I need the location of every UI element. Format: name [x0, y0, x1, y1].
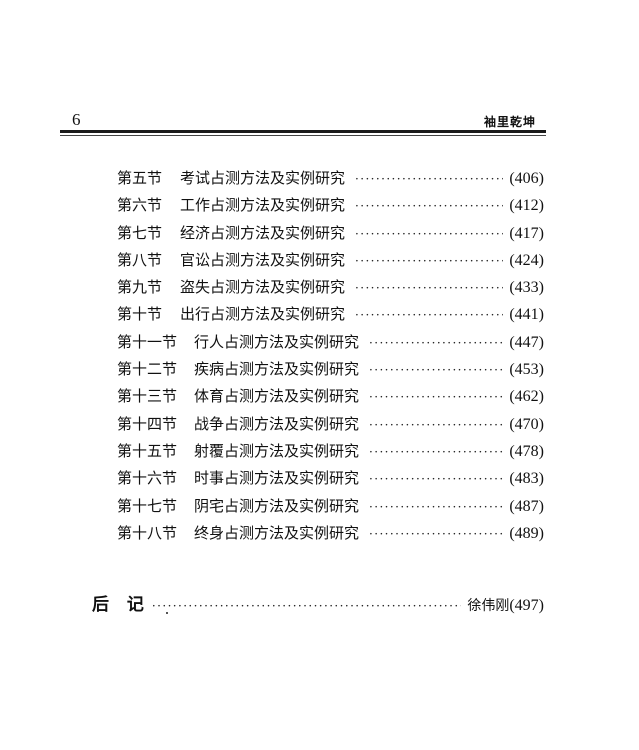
dot-leader: ········································…: [369, 417, 504, 432]
afterword-entry[interactable]: 后 记 ····································…: [92, 590, 544, 615]
toc-page-number: (470): [509, 415, 544, 433]
toc-section-number: 第十四节: [117, 414, 178, 433]
toc-section-number: 第九节: [117, 278, 163, 297]
dot-leader: ········································…: [369, 390, 504, 405]
toc-section-number: 第六节: [117, 196, 163, 215]
dot-leader: ········································…: [355, 308, 503, 323]
dot-leader: ········································…: [369, 499, 504, 514]
toc-page-number: (453): [509, 361, 544, 379]
toc-section-title: 盗失占测方法及实例研究: [180, 278, 346, 297]
dot-leader: ········································…: [369, 472, 504, 487]
print-speck: [166, 612, 168, 614]
toc-section-title: 阴宅占测方法及实例研究: [194, 496, 360, 515]
toc-page-number: (433): [509, 279, 544, 297]
dot-leader: ········································…: [355, 199, 503, 214]
toc-section-title: 出行占测方法及实例研究: [180, 305, 346, 324]
toc-page-number: (462): [509, 388, 544, 406]
toc-section-number: 第十五节: [117, 441, 178, 460]
toc-page-number: (406): [509, 170, 544, 187]
toc-entry[interactable]: 第八节 官讼占测方法及实例研究 ························…: [117, 249, 544, 276]
toc-page-number: (447): [509, 333, 544, 351]
afterword-page-number: (497): [509, 597, 544, 614]
toc-section-number: 第十三节: [117, 387, 178, 406]
toc-page-number: (417): [509, 224, 544, 242]
toc-page-number: (487): [509, 497, 544, 515]
toc-section-number: 第七节: [117, 223, 163, 242]
toc-section-title: 体育占测方法及实例研究: [194, 387, 360, 406]
dot-leader: ········································…: [369, 363, 504, 378]
toc-entry[interactable]: 第十八节 终身占测方法及实例研究 ·······················…: [117, 522, 544, 549]
toc-page-number: (489): [509, 524, 544, 542]
toc-entry[interactable]: 第十二节 疾病占测方法及实例研究 ·······················…: [117, 358, 544, 385]
toc-section-title: 工作占测方法及实例研究: [180, 196, 346, 215]
toc-section-title: 行人占测方法及实例研究: [194, 332, 360, 351]
toc-section-title: 射覆占测方法及实例研究: [194, 441, 360, 460]
toc-section-title: 疾病占测方法及实例研究: [194, 360, 360, 379]
toc-section-number: 第八节: [117, 250, 163, 269]
header-rule-thin: [60, 135, 546, 136]
toc-entry[interactable]: 第五节 考试占测方法及实例研究 ························…: [117, 167, 544, 194]
toc-entry[interactable]: 第十六节 时事占测方法及实例研究 ·······················…: [117, 467, 544, 494]
dot-leader: ········································…: [355, 253, 503, 268]
toc-entry[interactable]: 第十五节 射覆占测方法及实例研究 ·······················…: [117, 440, 544, 467]
toc-section-title: 官讼占测方法及实例研究: [180, 250, 346, 269]
dot-leader: ········································…: [355, 226, 503, 241]
toc-entry[interactable]: 第十一节 行人占测方法及实例研究 ·······················…: [117, 331, 544, 358]
dot-leader: ········································…: [369, 335, 504, 350]
toc-page-number: (424): [509, 251, 544, 269]
toc-entry[interactable]: 第十七节 阴宅占测方法及实例研究 ·······················…: [117, 495, 544, 522]
toc-section-title: 考试占测方法及实例研究: [180, 169, 346, 187]
toc-section-number: 第十七节: [117, 496, 178, 515]
toc-section-number: 第十二节: [117, 360, 178, 379]
table-of-contents: 第五节 考试占测方法及实例研究 ························…: [117, 167, 544, 549]
dot-leader: ········································…: [151, 599, 462, 613]
running-title: 袖里乾坤: [483, 115, 536, 129]
dot-leader: ········································…: [355, 281, 503, 296]
toc-entry[interactable]: 第十三节 体育占测方法及实例研究 ·······················…: [117, 385, 544, 412]
toc-entry[interactable]: 第九节 盗失占测方法及实例研究 ························…: [117, 276, 544, 303]
toc-section-number: 第十六节: [117, 469, 178, 488]
toc-page-number: (483): [509, 470, 544, 488]
toc-section-number: 第十八节: [117, 523, 178, 542]
toc-section-title: 终身占测方法及实例研究: [194, 523, 360, 542]
toc-page-number: (412): [509, 197, 544, 215]
header-rule-thick: [60, 130, 546, 133]
afterword-label: 后 记: [92, 595, 150, 615]
toc-entry[interactable]: 第六节 工作占测方法及实例研究 ························…: [117, 194, 544, 221]
toc-page-number: (478): [509, 442, 544, 460]
dot-leader: ········································…: [369, 444, 504, 459]
toc-section-title: 时事占测方法及实例研究: [194, 469, 360, 488]
toc-entry[interactable]: 第十节 出行占测方法及实例研究 ························…: [117, 303, 544, 330]
toc-section-number: 第五节: [117, 169, 163, 187]
dot-leader: ········································…: [369, 526, 504, 541]
afterword-author: 徐伟刚: [467, 598, 510, 614]
toc-section-number: 第十一节: [117, 332, 178, 351]
toc-entry[interactable]: 第七节 经济占测方法及实例研究 ························…: [117, 222, 544, 249]
toc-page-number: (441): [509, 306, 544, 324]
dot-leader: ········································…: [355, 172, 503, 186]
page-number: 6: [72, 110, 81, 129]
toc-entry[interactable]: 第十四节 战争占测方法及实例研究 ·······················…: [117, 413, 544, 440]
toc-section-title: 战争占测方法及实例研究: [194, 414, 360, 433]
toc-section-number: 第十节: [117, 305, 163, 324]
toc-section-title: 经济占测方法及实例研究: [180, 223, 346, 242]
